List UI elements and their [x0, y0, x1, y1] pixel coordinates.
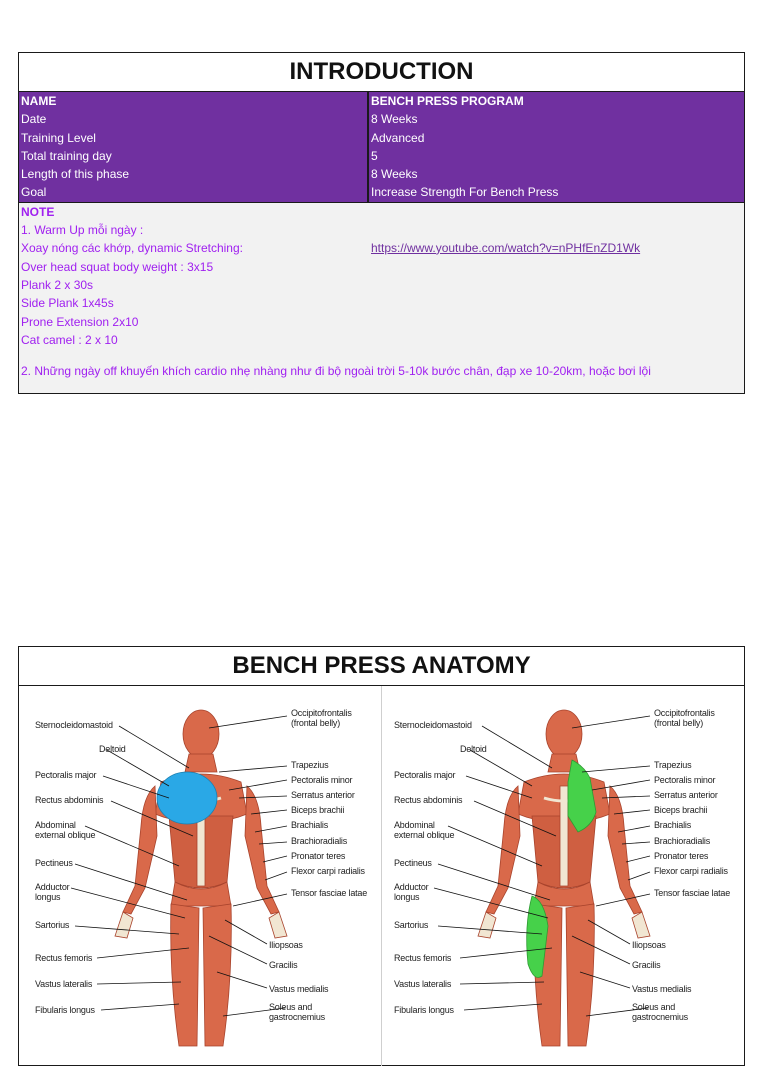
warmup-item: Side Plank 1x45s [21, 295, 114, 310]
program-info-table: NAME Date Training Level Total training … [19, 92, 744, 202]
label-deltoid: Deltoid [460, 744, 487, 754]
label-rectus-femoris: Rectus femoris [35, 953, 93, 963]
label-tensor-fasciae-latae: Tensor fasciae latae [654, 888, 731, 898]
label-flexor-carpi-radialis: Flexor carpi radialis [291, 866, 365, 876]
label-serratus-anterior: Serratus anterior [654, 790, 718, 800]
label-pectoralis-minor: Pectoralis minor [654, 775, 716, 785]
off-day-note: 2. Những ngày off khuyến khích cardio nh… [21, 363, 651, 378]
label-pectoralis-major: Pectoralis major [35, 770, 97, 780]
label-pronator-teres: Pronator teres [291, 851, 346, 861]
label-occipitofrontalis: Occipitofrontalis [291, 708, 352, 718]
label-rectus-abdominis: Rectus abdominis [35, 795, 104, 805]
anatomy-title: BENCH PRESS ANATOMY [19, 647, 744, 686]
info-value-total-training-day: 5 [371, 148, 378, 163]
label-trapezius: Trapezius [654, 760, 692, 770]
info-value-phase-length: 8 Weeks [371, 167, 418, 182]
info-label-name: NAME [21, 94, 57, 108]
label-vastus-medialis: Vastus medialis [269, 984, 329, 994]
label-brachialis: Brachialis [291, 820, 329, 830]
label-biceps-brachii: Biceps brachii [291, 805, 345, 815]
label-adductor: Adductor [394, 882, 429, 892]
label-pectineus: Pectineus [35, 858, 73, 868]
warmup-video-link[interactable]: https://www.youtube.com/watch?v=nPHfEnZD… [371, 240, 641, 255]
label-trapezius: Trapezius [291, 760, 329, 770]
label-iliopsoas: Iliopsoas [632, 940, 666, 950]
label-gracilis: Gracilis [269, 960, 298, 970]
info-label-goal: Goal [21, 185, 47, 200]
label-biceps-brachii: Biceps brachii [654, 805, 708, 815]
anatomy-figure-right: Sternocleidomastoid Deltoid Pectoralis m… [382, 686, 744, 1066]
info-label-total-training-day: Total training day [21, 148, 112, 163]
label-external-oblique: external oblique [394, 830, 455, 840]
label-pectineus: Pectineus [394, 858, 432, 868]
label-vastus-lateralis: Vastus lateralis [35, 979, 93, 989]
note-heading: NOTE [21, 204, 55, 219]
label-pectoralis-minor: Pectoralis minor [291, 775, 353, 785]
anatomy-figure-left: Sternocleidomastoid Deltoid Pectoralis m… [19, 686, 382, 1066]
info-value-training-level: Advanced [371, 130, 425, 145]
warmup-item: Plank 2 x 30s [21, 277, 94, 292]
label-frontal-belly: (frontal belly) [291, 718, 341, 728]
warmup-item: Over head squat body weight : 3x15 [21, 259, 214, 274]
label-adductor: Adductor [35, 882, 70, 892]
label-rectus-abdominis: Rectus abdominis [394, 795, 463, 805]
label-iliopsoas: Iliopsoas [269, 940, 303, 950]
label-tensor-fasciae-latae: Tensor fasciae latae [291, 888, 368, 898]
info-values-column: BENCH PRESS PROGRAM 8 Weeks Advanced 5 8… [369, 92, 744, 202]
label-flexor-carpi-radialis: Flexor carpi radialis [654, 866, 728, 876]
label-vastus-medialis: Vastus medialis [632, 984, 692, 994]
muscle-figure-illustration [433, 709, 651, 1047]
label-soleus: Soleus and [269, 1002, 313, 1012]
label-soleus: Soleus and [632, 1002, 676, 1012]
label-brachialis: Brachialis [654, 820, 692, 830]
warmup-item: Prone Extension 2x10 [21, 314, 139, 329]
muscle-figure-illustration [70, 709, 288, 1047]
info-value-goal: Increase Strength For Bench Press [371, 185, 559, 200]
label-abdominal: Abdominal [394, 820, 435, 830]
label-sternocleidomastoid: Sternocleidomastoid [394, 720, 472, 730]
label-sartorius: Sartorius [394, 920, 429, 930]
label-vastus-lateralis: Vastus lateralis [394, 979, 452, 989]
info-value-name: BENCH PRESS PROGRAM [371, 94, 524, 108]
label-abdominal: Abdominal [35, 820, 76, 830]
label-gastrocnemius: gastrocnemius [269, 1012, 325, 1022]
info-label-date: Date [21, 112, 47, 127]
label-serratus-anterior: Serratus anterior [291, 790, 355, 800]
label-sternocleidomastoid: Sternocleidomastoid [35, 720, 113, 730]
label-brachioradialis: Brachioradialis [654, 836, 711, 846]
label-rectus-femoris: Rectus femoris [394, 953, 452, 963]
info-label-phase-length: Length of this phase [21, 167, 130, 182]
label-fibularis-longus: Fibularis longus [35, 1005, 95, 1015]
warmup-item: Cat camel : 2 x 10 [21, 332, 118, 347]
warmup-item: Xoay nóng các khớp, dynamic Stretching: [21, 240, 243, 255]
label-gastrocnemius: gastrocnemius [632, 1012, 688, 1022]
introduction-sheet: INTRODUCTION NAME Date Training Level To… [18, 52, 745, 394]
label-external-oblique: external oblique [35, 830, 96, 840]
warmup-title: 1. Warm Up mỗi ngày : [21, 222, 144, 237]
label-adductor-longus: longus [35, 892, 61, 902]
info-value-date: 8 Weeks [371, 112, 418, 127]
label-frontal-belly: (frontal belly) [654, 718, 704, 728]
anatomy-figures: Sternocleidomastoid Deltoid Pectoralis m… [19, 686, 744, 1086]
label-pectoralis-major: Pectoralis major [394, 770, 456, 780]
label-sartorius: Sartorius [35, 920, 70, 930]
label-adductor-longus: longus [394, 892, 420, 902]
info-labels-column: NAME Date Training Level Total training … [19, 92, 369, 202]
label-occipitofrontalis: Occipitofrontalis [654, 708, 715, 718]
label-deltoid: Deltoid [99, 744, 126, 754]
introduction-title: INTRODUCTION [19, 53, 744, 92]
notes-section: NOTE 1. Warm Up mỗi ngày : Xoay nóng các… [19, 201, 744, 393]
label-gracilis: Gracilis [632, 960, 661, 970]
label-brachioradialis: Brachioradialis [291, 836, 348, 846]
anatomy-sheet: BENCH PRESS ANATOMY [18, 646, 745, 1066]
label-fibularis-longus: Fibularis longus [394, 1005, 454, 1015]
info-label-training-level: Training Level [21, 130, 96, 145]
label-pronator-teres: Pronator teres [654, 851, 709, 861]
